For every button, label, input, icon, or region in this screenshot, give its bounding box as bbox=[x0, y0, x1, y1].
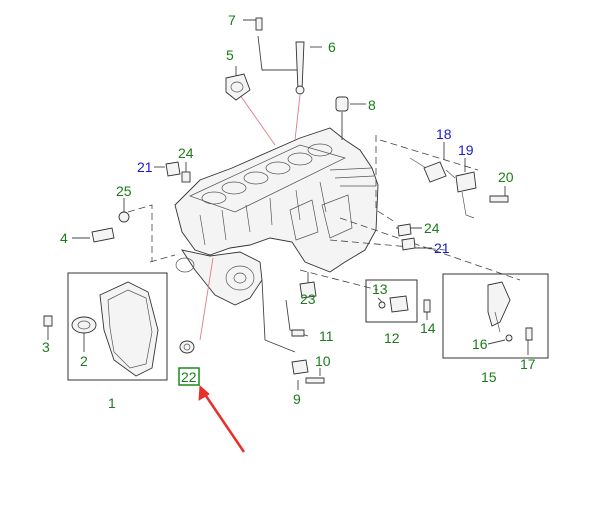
part-21-bracket-right bbox=[401, 237, 416, 251]
part-24-clip bbox=[181, 171, 191, 183]
part-7-bolt bbox=[255, 17, 263, 31]
part-16-nut bbox=[505, 334, 513, 342]
label-20[interactable]: 20 bbox=[498, 169, 514, 185]
part-11-bolt bbox=[291, 329, 305, 337]
label-13[interactable]: 13 bbox=[372, 281, 388, 297]
part-25-seal bbox=[118, 211, 130, 223]
label-1[interactable]: 1 bbox=[108, 395, 116, 411]
part-4-sensor bbox=[91, 227, 115, 243]
label-10[interactable]: 10 bbox=[315, 353, 331, 369]
part-1-timing-cover bbox=[99, 281, 159, 377]
part-8-plug bbox=[335, 96, 349, 112]
part-19-sensor bbox=[455, 171, 477, 193]
label-16[interactable]: 16 bbox=[472, 336, 488, 352]
label-22[interactable]: 22 bbox=[181, 369, 197, 385]
part-22-seal bbox=[179, 340, 195, 354]
label-4[interactable]: 4 bbox=[60, 230, 68, 246]
label-18[interactable]: 18 bbox=[436, 126, 452, 142]
small-parts bbox=[43, 17, 533, 384]
reference-dashed-lines bbox=[127, 135, 521, 291]
part-23-bracket bbox=[299, 281, 317, 299]
label-3[interactable]: 3 bbox=[42, 339, 50, 355]
label-21-right[interactable]: 21 bbox=[434, 240, 450, 256]
label-24-right[interactable]: 24 bbox=[424, 220, 440, 236]
label-12[interactable]: 12 bbox=[384, 330, 400, 346]
label-17[interactable]: 17 bbox=[520, 356, 536, 372]
red-pointer-arrow-icon bbox=[198, 384, 246, 453]
part-13-oring bbox=[378, 301, 386, 309]
part-18-sensor bbox=[423, 161, 447, 183]
group-box-15 bbox=[442, 273, 549, 359]
part-2-seal bbox=[71, 316, 97, 334]
label-14[interactable]: 14 bbox=[420, 320, 436, 336]
part-3-bolt bbox=[43, 315, 53, 327]
part-15-bracket bbox=[487, 281, 511, 327]
label-2[interactable]: 2 bbox=[80, 353, 88, 369]
label-6[interactable]: 6 bbox=[328, 39, 336, 55]
label-9[interactable]: 9 bbox=[293, 391, 301, 407]
engine-block bbox=[174, 127, 379, 306]
part-24-clip-right bbox=[397, 223, 412, 237]
part-6-dipstick-tube bbox=[295, 41, 305, 91]
label-8[interactable]: 8 bbox=[368, 97, 376, 113]
part-21-bracket bbox=[165, 161, 181, 177]
part-9-sensor bbox=[291, 359, 309, 375]
highlight-box-22 bbox=[178, 367, 200, 386]
part-10-bolt bbox=[305, 377, 325, 384]
part-20-bolt bbox=[489, 195, 509, 203]
label-24-upper[interactable]: 24 bbox=[178, 145, 194, 161]
label-5[interactable]: 5 bbox=[226, 47, 234, 63]
label-15[interactable]: 15 bbox=[481, 369, 497, 385]
label-11[interactable]: 11 bbox=[319, 328, 334, 344]
part-17-bolt bbox=[525, 327, 533, 341]
label-7[interactable]: 7 bbox=[228, 12, 236, 28]
group-box-12 bbox=[365, 279, 418, 323]
label-25[interactable]: 25 bbox=[116, 183, 132, 199]
part-5-gasket bbox=[225, 73, 251, 101]
part-12-sensor bbox=[389, 295, 409, 313]
part-14-bolt bbox=[423, 299, 431, 313]
label-21-upper[interactable]: 21 bbox=[137, 159, 153, 175]
group-box-1 bbox=[67, 272, 168, 381]
label-19[interactable]: 19 bbox=[458, 142, 474, 158]
label-23[interactable]: 23 bbox=[300, 291, 316, 307]
